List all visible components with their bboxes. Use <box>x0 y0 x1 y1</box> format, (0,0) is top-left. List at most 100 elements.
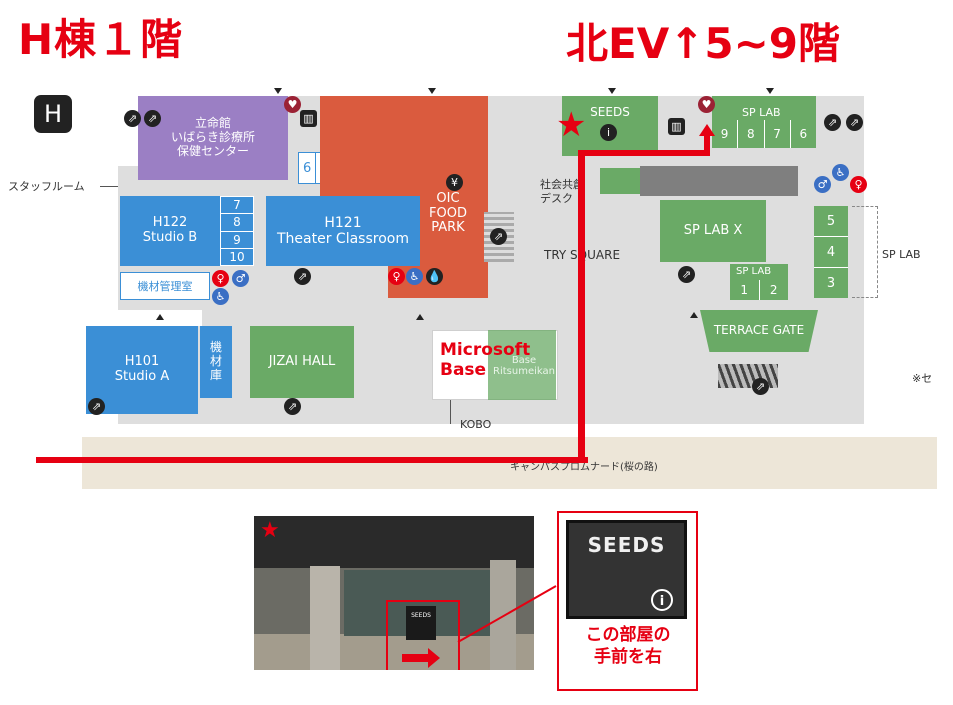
escalator-icon: ⇗ <box>144 110 161 127</box>
label-staff-room: スタッフルーム <box>8 180 85 193</box>
room-number: 1 <box>730 280 760 300</box>
elevator-title: 北EV↑5~9階 <box>566 19 841 68</box>
label-sp-lab-right: SP LAB <box>882 248 921 261</box>
entrance-marker <box>766 88 774 94</box>
escalator-icon: ⇗ <box>846 114 863 131</box>
floor-gap-left <box>82 310 202 326</box>
sp-lab-outline <box>852 206 878 298</box>
entrance-marker <box>690 312 698 318</box>
room-number: 9 <box>221 232 253 249</box>
room-number: 8 <box>221 214 253 232</box>
label-social-desk: 社会共創 デスク <box>540 178 584 205</box>
sp-lab-rooms-6-9: 9 8 7 6 <box>712 120 816 148</box>
kobo-green <box>488 330 556 400</box>
restroom-men-icon: ♂ <box>232 270 249 287</box>
restroom-women-icon: ♀ <box>212 270 229 287</box>
route-top <box>578 150 710 156</box>
photo-floor <box>254 634 534 670</box>
campus-promenade <box>82 437 937 489</box>
escalator-icon: ⇗ <box>284 398 301 415</box>
sp-lab-rooms-1-2: 1 2 <box>730 280 788 300</box>
info-icon: i <box>651 589 673 611</box>
label-microsoft-base: Microsoft Base <box>440 340 531 381</box>
room-terrace-gate: TERRACE GATE <box>700 310 818 352</box>
rooms-3-5: 5 4 3 <box>814 206 848 298</box>
staff-room-line <box>100 186 118 187</box>
room-number: 5 <box>814 206 848 237</box>
label-kobo-area: Base Ritsumeikan <box>493 354 555 378</box>
label-promenade: キャンパスプロムナード(桜の路) <box>510 462 658 473</box>
route-arrow-icon <box>699 124 715 136</box>
entrance-marker <box>416 314 424 320</box>
label-kobo: KOBO <box>460 418 492 431</box>
room-number: 9 <box>712 120 739 148</box>
escalator-icon: ⇗ <box>824 114 841 131</box>
label-equipment-room: 機材管理室 <box>120 272 210 300</box>
photo-star-icon: ★ <box>260 518 280 543</box>
rooms-7-10: 7 8 9 10 <box>220 196 254 266</box>
entrance-marker <box>608 88 616 94</box>
room-number: 10 <box>229 249 245 264</box>
escalator-icon: ⇗ <box>678 266 695 283</box>
photo-arrow <box>402 654 430 662</box>
entrance-marker <box>274 88 282 94</box>
entrance-stairs <box>718 364 778 388</box>
room-studio-a: H101 Studio A <box>86 326 198 414</box>
callout-connector <box>457 585 557 643</box>
entrance-photo: SEEDS ★ <box>254 516 534 670</box>
room-ritsumeikan-clinic: 立命館 いばらき診療所 保健センター <box>138 96 288 180</box>
label-sp-lab-top: SP LAB <box>742 106 781 119</box>
escalator-icon: ⇗ <box>88 398 105 415</box>
seeds-sign-closeup: SEEDS i <box>566 520 687 619</box>
room-number: 6 <box>799 127 808 141</box>
callout-caption: この部屋の 手前を右 <box>585 625 671 668</box>
water-icon: 💧 <box>426 268 443 285</box>
accessible-icon: ♿ <box>212 288 229 305</box>
label-sp-lab-small: SP LAB <box>736 266 772 277</box>
room-theater-classroom: H121 Theater Classroom <box>266 196 420 266</box>
restroom-women-icon: ♀ <box>388 268 405 285</box>
room-number: 3 <box>814 268 848 298</box>
restaurant-icon: ¥ <box>446 174 463 191</box>
room-oic-food-park: OIC FOOD PARK <box>429 190 467 236</box>
entrance-marker <box>428 88 436 94</box>
escalator-icon: ⇗ <box>752 378 769 395</box>
label-note: ※セ <box>912 372 933 385</box>
route-up <box>704 134 710 156</box>
floor-title: H棟１階 <box>18 15 184 64</box>
escalator-icon: ⇗ <box>490 228 507 245</box>
room-number: 6 <box>299 153 317 183</box>
room-number: 4 <box>814 237 848 268</box>
escalator-icon: ⇗ <box>294 268 311 285</box>
photo-ceiling <box>254 516 534 568</box>
escalator-icon: ⇗ <box>124 110 141 127</box>
photo-arrow-head <box>428 648 440 668</box>
room-number: 8 <box>738 120 765 148</box>
building-badge: H <box>34 95 72 133</box>
aed-icon: ♥ <box>698 96 715 113</box>
seeds-sign-text: SEEDS <box>587 533 666 557</box>
social-desk-green <box>600 168 640 194</box>
accessible-icon: ♿ <box>832 164 849 181</box>
corridor-dark-gray <box>640 166 798 196</box>
route-vertical <box>578 150 585 462</box>
room-sp-lab-x: SP LAB X <box>660 200 766 262</box>
seeds-callout <box>557 511 698 691</box>
room-number: 7 <box>221 197 253 215</box>
accessible-icon: ♿ <box>406 268 423 285</box>
room-number: 2 <box>769 283 778 297</box>
entrance-marker <box>156 314 164 320</box>
photo-pillar <box>310 566 340 670</box>
info-icon: i <box>600 124 617 141</box>
room-equipment-storage: 機 材 庫 <box>200 326 232 398</box>
route-horizontal <box>36 457 588 463</box>
elevator-icon: ▥ <box>300 110 317 127</box>
photo-highlight <box>386 600 460 670</box>
aed-icon: ♥ <box>284 96 301 113</box>
elevator-icon: ▥ <box>668 118 685 135</box>
restroom-men-icon: ♂ <box>814 176 831 193</box>
star-marker-icon: ★ <box>556 105 587 145</box>
restroom-women-icon: ♀ <box>850 176 867 193</box>
photo-sign: SEEDS <box>406 606 436 640</box>
kobo-line-v <box>450 400 451 424</box>
